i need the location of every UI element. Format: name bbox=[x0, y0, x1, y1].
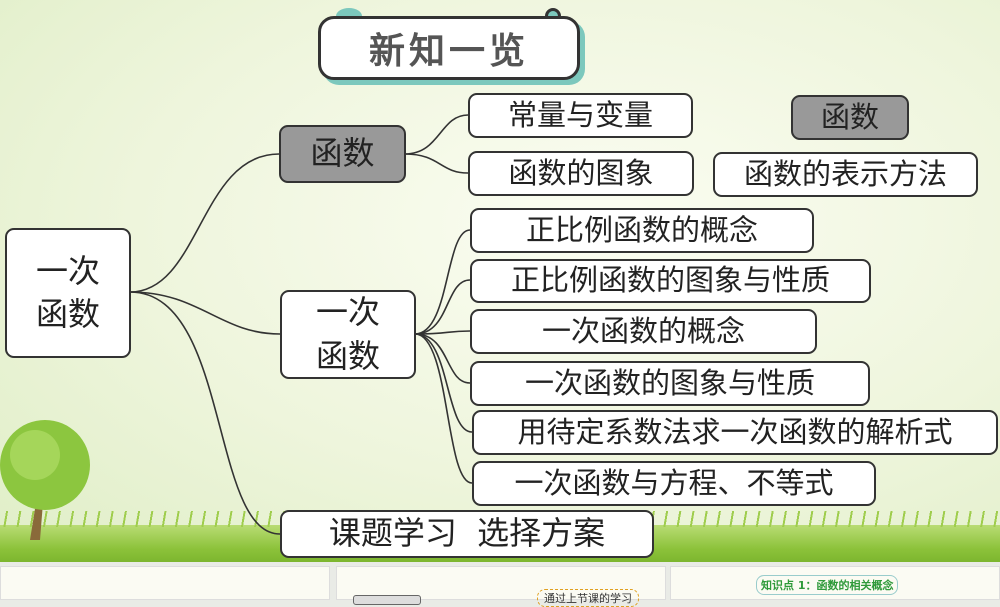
node-linear-item: 一次函数与方程、不等式 bbox=[472, 461, 876, 506]
node-linear-item: 一次函数的图象与性质 bbox=[470, 361, 870, 406]
node-function-graph: 函数的图象 bbox=[468, 151, 694, 196]
node-function-representation: 函数的表示方法 bbox=[713, 152, 978, 197]
thumbnail-label-box bbox=[353, 595, 421, 605]
side-function-box: 函数 bbox=[791, 95, 909, 140]
slide: 新知一览 一次函数 函数 一次函数 课题学习 选择方案 常量与变量 函数的图象 … bbox=[0, 0, 1000, 562]
node-function: 函数 bbox=[279, 125, 406, 183]
node-linear-function: 一次函数 bbox=[280, 290, 416, 379]
thumbnail-slide[interactable] bbox=[0, 566, 330, 600]
mindmap-connectors bbox=[129, 114, 473, 535]
node-linear-item: 一次函数的概念 bbox=[470, 309, 817, 354]
node-linear-item: 用待定系数法求一次函数的解析式 bbox=[472, 410, 998, 455]
root-node: 一次函数 bbox=[5, 228, 131, 358]
thumbnail-bubble: 通过上节课的学习 bbox=[537, 589, 639, 607]
tree-illustration bbox=[0, 420, 90, 540]
node-linear-item: 正比例函数的概念 bbox=[470, 208, 814, 253]
node-linear-item: 正比例函数的图象与性质 bbox=[470, 259, 871, 303]
page-title: 新知一览 bbox=[318, 16, 580, 80]
thumbnail-slide[interactable]: 通过上节课的学习 bbox=[336, 566, 666, 607]
node-project: 课题学习 选择方案 bbox=[280, 510, 654, 558]
node-constants-variables: 常量与变量 bbox=[468, 93, 693, 138]
thumbnail-heading: 知识点 1：函数的相关概念 bbox=[756, 575, 899, 595]
thumbnail-slide[interactable]: 知识点 1：函数的相关概念 bbox=[670, 566, 1000, 600]
